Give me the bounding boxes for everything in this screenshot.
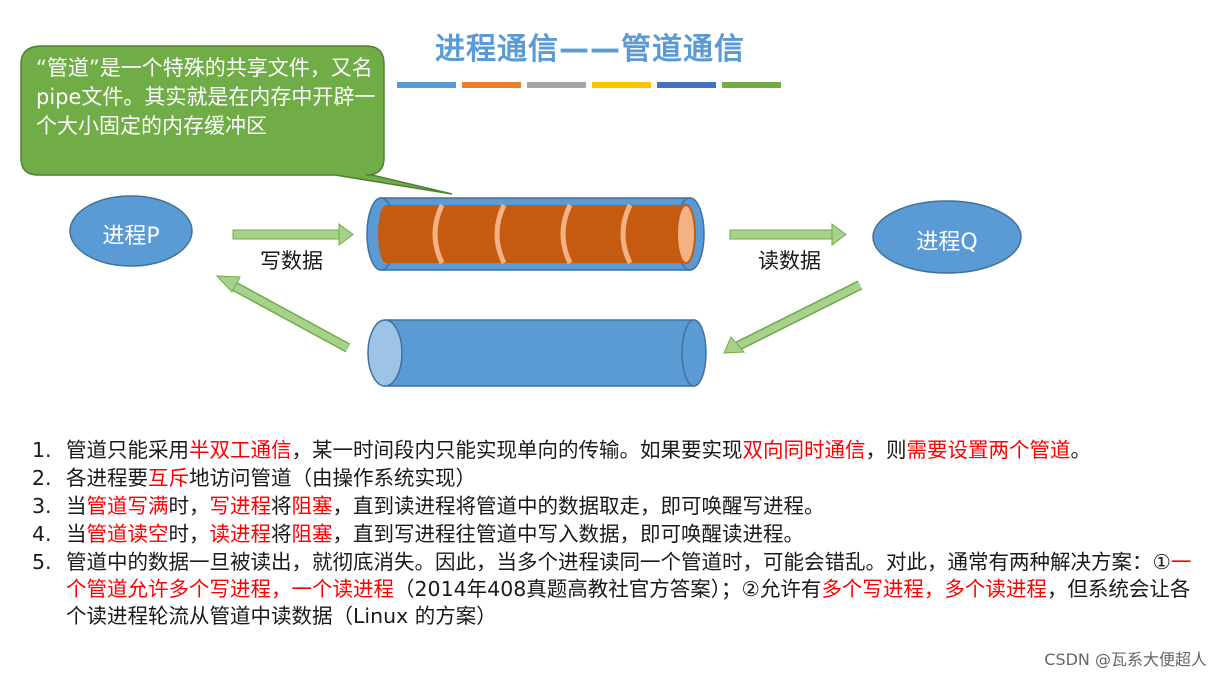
point-item: 2. 各进程要互斥地访问管道（由操作系统实现） [32, 465, 1192, 492]
process-q-node [872, 200, 1022, 274]
write-data-label: 写数据 [260, 249, 323, 273]
point-text: ，但系统会让各个读进程轮流从管道中读数据（Linux 的方案） [66, 577, 1191, 628]
slide-title: 进程通信——管道通信 [435, 32, 745, 67]
highlighted-text: 写进程 [209, 494, 272, 518]
accent-bar [462, 82, 521, 88]
point-text: 当 [66, 522, 87, 546]
highlighted-text: 管道读空 [86, 522, 169, 546]
highlighted-text: 阻塞 [291, 522, 333, 546]
accent-bar [592, 82, 651, 88]
callout-text: “管道”是一个特殊的共享文件，又名pipe文件。其实就是在内存中开辟一个大小固定… [36, 56, 376, 138]
highlighted-text: 管道写满 [86, 494, 169, 518]
highlighted-text: 需要设置两个管道 [906, 438, 1071, 462]
process-q-label: 进程Q [916, 230, 978, 255]
point-text: 各进程要 [66, 466, 148, 490]
return-arrow-left [215, 275, 351, 353]
point-text: 将 [271, 494, 292, 518]
second-pipe [367, 319, 707, 387]
point-text: 时， [168, 494, 210, 518]
point-text: 地访问管道（由操作系统实现） [189, 466, 476, 490]
point-text: ，直到读进程将管道中的数据取走，即可唤醒写进程。 [332, 494, 825, 518]
point-number: 1. [32, 438, 52, 462]
point-text: （2014年408真题高教社官方答案）；②允许有 [394, 577, 822, 601]
highlighted-text: 双向同时通信 [742, 438, 866, 462]
accent-bar [527, 82, 586, 88]
point-number: 2. [32, 466, 52, 490]
highlighted-text: 半双工通信 [189, 438, 292, 462]
watermark: CSDN @瓦系大便超人 [1044, 650, 1207, 669]
point-item: 5. 管道中的数据一旦被读出，就彻底消失。因此，当多个进程读同一个管道时，可能会错… [32, 549, 1192, 630]
point-text: ，直到写进程往管道中写入数据，即可唤醒读进程。 [332, 522, 805, 546]
process-p-node [69, 195, 193, 267]
highlighted-text: 读进程 [209, 522, 272, 546]
point-text: 管道只能采用 [66, 438, 189, 462]
pipe-tube [366, 197, 705, 271]
point-number: 3. [32, 494, 52, 518]
point-number: 4. [32, 522, 52, 546]
accent-bar [657, 82, 716, 88]
highlighted-text: 阻塞 [291, 494, 333, 518]
accent-bar [722, 82, 781, 88]
point-item: 4. 当管道读空时，读进程将阻塞，直到写进程往管道中写入数据，即可唤醒读进程。 [32, 521, 1192, 548]
point-text: ，则 [865, 438, 907, 462]
point-item: 3. 当管道写满时，写进程将阻塞，直到读进程将管道中的数据取走，即可唤醒写进程。 [32, 493, 1192, 520]
point-text: ，某一时间段内只能实现单向的传输。如果要实现 [291, 438, 743, 462]
point-item: 1. 管道只能采用半双工通信，某一时间段内只能实现单向的传输。如果要实现双向同时通… [32, 437, 1192, 464]
highlighted-text: 互斥 [148, 466, 189, 490]
process-p-label: 进程P [102, 224, 160, 249]
point-text: 时， [168, 522, 210, 546]
read-arrow [729, 223, 847, 246]
point-text: 管道中的数据一旦被读出，就彻底消失。因此，当多个进程读同一个管道时，可能会错乱。… [66, 550, 1171, 574]
return-arrow-right [723, 280, 863, 354]
highlighted-text: 多个写进程，多个读进程 [821, 577, 1047, 601]
point-text: 当 [66, 494, 87, 518]
write-arrow [232, 223, 354, 246]
point-text: 。 [1070, 438, 1092, 462]
highlighted-text: 一个管道允许多个写进程，一个读进程 [66, 550, 1192, 601]
points-list: 1. 管道只能采用半双工通信，某一时间段内只能实现单向的传输。如果要实现双向同时通… [32, 437, 1192, 631]
read-data-label: 读数据 [758, 249, 821, 273]
point-number: 5. [32, 550, 52, 574]
point-text: 将 [271, 522, 292, 546]
